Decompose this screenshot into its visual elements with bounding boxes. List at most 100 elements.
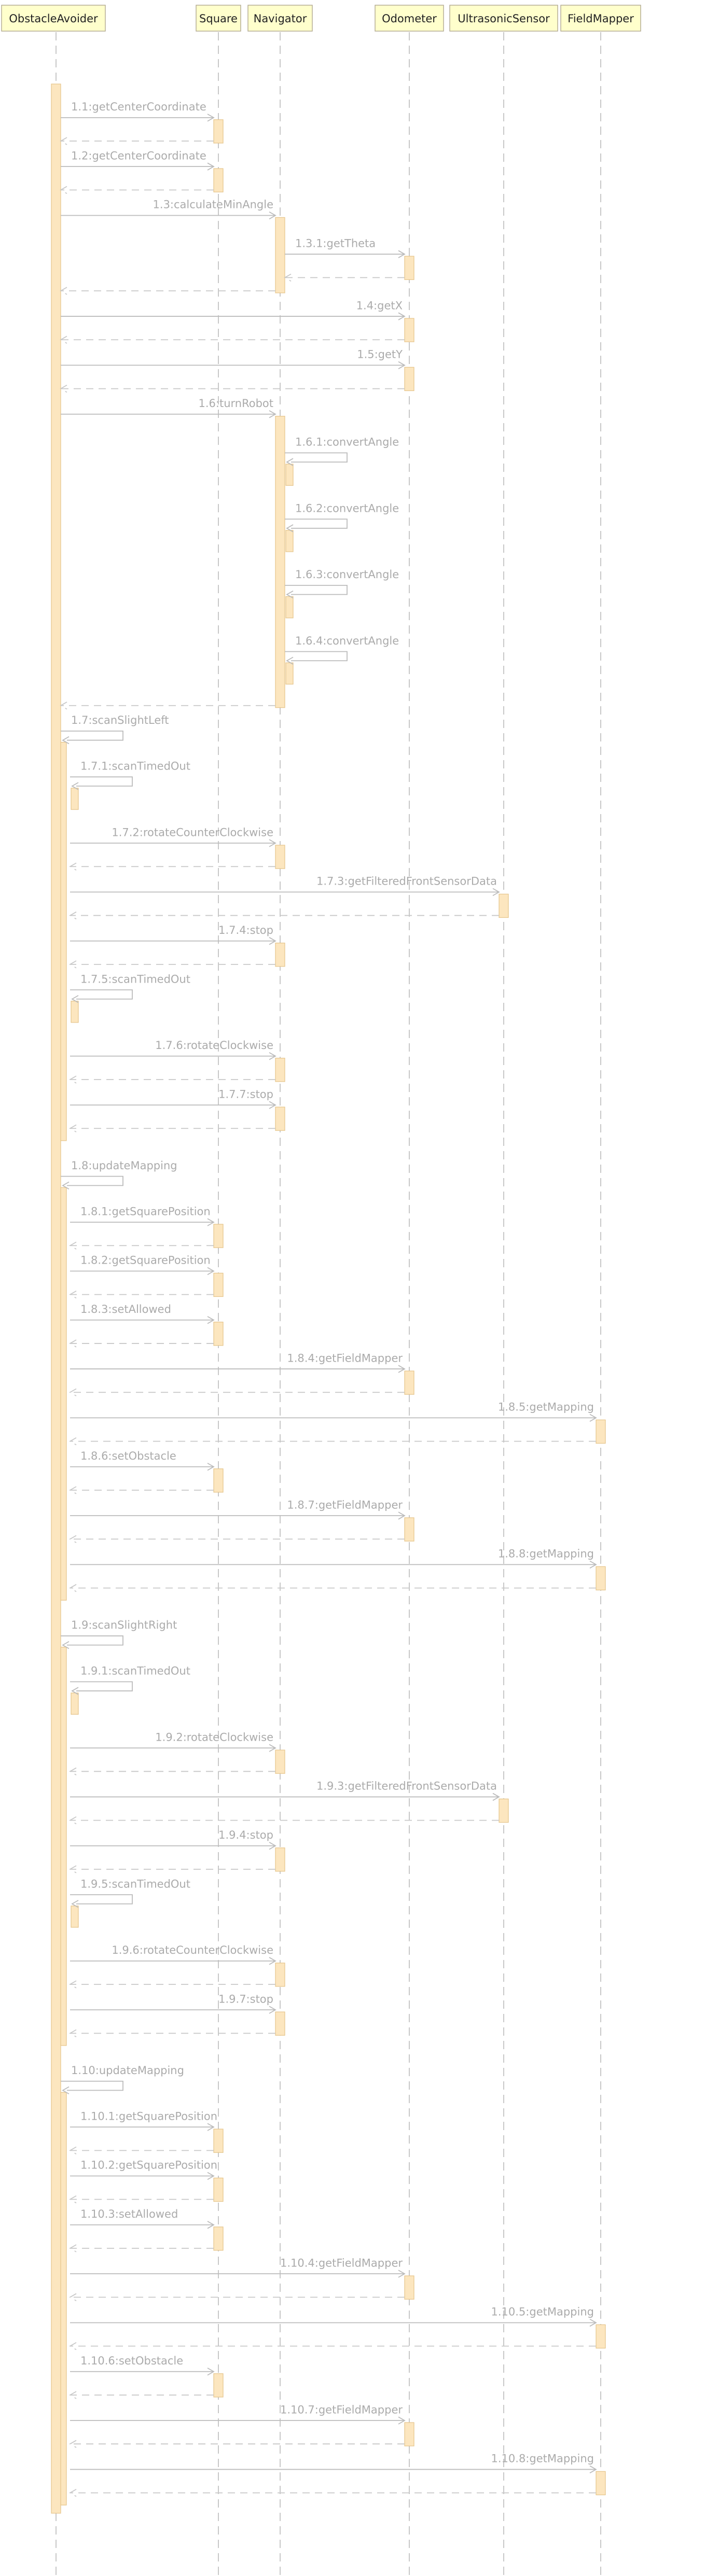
activation-bar xyxy=(275,217,285,293)
return-arrow-head-icon xyxy=(69,1437,77,1446)
participant-box xyxy=(196,5,241,32)
participant-obstacleavoider: ObstacleAvoider xyxy=(1,5,106,32)
arrow-head-icon xyxy=(269,937,276,945)
message-label: 1.9:scanSlightRight xyxy=(71,1619,177,1631)
message-label: 1.7:scanSlightLeft xyxy=(71,714,169,726)
return-arrow-head-icon xyxy=(69,1865,77,1873)
activation-bar xyxy=(275,1058,285,1082)
return-arrow-head-icon xyxy=(60,287,67,295)
arrow-head-icon xyxy=(492,888,500,897)
activation-bar xyxy=(275,1963,285,1987)
activation-bar xyxy=(285,530,294,552)
activation-bar xyxy=(596,1566,606,1591)
arrow-head-icon xyxy=(207,2123,215,2131)
activation-bar xyxy=(213,119,224,144)
self-message-1-8-updatemapping xyxy=(61,1175,123,1186)
arrow-head-icon xyxy=(589,1560,597,1569)
arrow-head-icon xyxy=(71,782,79,790)
arrow-head-icon xyxy=(269,410,276,418)
return-arrow-head-icon xyxy=(69,1075,77,1084)
message-label: 1.9.7:stop xyxy=(218,1993,273,2005)
activation-bar xyxy=(404,2275,414,2300)
activation-bar xyxy=(499,1798,509,1823)
message-label: 1.7.5:scanTimedOut xyxy=(80,973,190,985)
message-label: 1.7.6:rotateClockwise xyxy=(155,1039,273,1052)
message-label: 1.10.1:getSquarePosition xyxy=(80,2110,217,2122)
participant-square: Square xyxy=(196,5,241,32)
arrow-head-icon xyxy=(71,1900,79,1908)
activation-bar xyxy=(213,2227,224,2251)
participant-name: Odometer xyxy=(382,12,437,25)
participant-navigator: Navigator xyxy=(247,5,313,32)
arrow-head-icon xyxy=(589,1413,597,1422)
activation-bar xyxy=(285,464,294,486)
return-arrow-head-icon xyxy=(69,960,77,969)
message-label: 1.9.6:rotateCounterClockwise xyxy=(112,1944,273,1956)
activation-bar xyxy=(285,662,294,685)
arrow-head-icon xyxy=(71,995,79,1003)
participant-name: Navigator xyxy=(254,12,307,25)
arrow-head-icon xyxy=(269,1101,276,1109)
return-arrow-head-icon xyxy=(69,2195,77,2204)
arrow-head-icon xyxy=(62,736,70,745)
message-label: 1.7.1:scanTimedOut xyxy=(80,760,190,773)
message-label: 1.7.4:stop xyxy=(218,924,273,936)
activation-bar xyxy=(71,1001,79,1023)
activation-bar xyxy=(213,2373,224,2398)
arrow-head-icon xyxy=(207,1316,215,1324)
messages: 1.1:getCenterCoordinate1.2:getCenterCoor… xyxy=(60,101,597,2497)
message-label: 1.8.6:setObstacle xyxy=(80,1450,176,1462)
arrow-head-icon xyxy=(71,1687,79,1695)
activation-bar xyxy=(596,2471,606,2496)
self-message-1-6-4-convertangle xyxy=(285,651,348,662)
message-label: 1.5:getY xyxy=(357,348,403,361)
message-label: 1.8.1:getSquarePosition xyxy=(80,1205,211,1217)
return-arrow-head-icon xyxy=(60,335,67,344)
self-message-1-6-2-convertangle xyxy=(285,519,348,529)
message-label: 1.6:turnRobot xyxy=(199,397,274,410)
return-arrow-head-icon xyxy=(69,2029,77,2037)
arrow-head-icon xyxy=(207,2368,215,2376)
arrow-head-icon xyxy=(269,1957,276,1965)
message-label: 1.3:calculateMinAngle xyxy=(153,199,273,211)
message-label: 1.3.1:getTheta xyxy=(295,237,376,249)
activation-bar xyxy=(213,1468,224,1493)
message-label: 1.8.2:getSquarePosition xyxy=(80,1254,211,1267)
arrow-head-icon xyxy=(269,1052,276,1060)
arrow-head-icon xyxy=(589,2465,597,2474)
arrow-head-icon xyxy=(398,361,406,370)
message-label: 1.8:updateMapping xyxy=(71,1159,177,1172)
message-label: 1.4:getX xyxy=(356,299,403,312)
return-arrow-head-icon xyxy=(69,2391,77,2399)
message-label: 1.9.2:rotateClockwise xyxy=(155,1731,273,1743)
return-arrow-head-icon xyxy=(69,1584,77,1592)
activation-bar xyxy=(71,1906,79,1928)
self-message-1-6-1-convertangle xyxy=(285,452,348,463)
message-label: 1.9.1:scanTimedOut xyxy=(80,1665,190,1677)
participant-box xyxy=(247,5,313,32)
arrow-head-icon xyxy=(207,2172,215,2180)
return-arrow-head-icon xyxy=(69,2146,77,2154)
return-arrow-head-icon xyxy=(60,137,67,145)
return-arrow-head-icon xyxy=(284,273,292,282)
message-label: 1.9.3:getFilteredFrontSensorData xyxy=(316,1780,497,1793)
return-arrow-head-icon xyxy=(69,1290,77,1299)
arrow-head-icon xyxy=(398,2416,406,2425)
participant-box xyxy=(560,5,641,32)
arrow-head-icon xyxy=(207,1218,215,1226)
message-label: 1.7.3:getFilteredFrontSensorData xyxy=(316,875,497,888)
return-arrow-head-icon xyxy=(69,1339,77,1348)
arrow-head-icon xyxy=(62,2086,70,2095)
return-arrow-head-icon xyxy=(60,384,67,393)
message-label: 1.10.4:getFieldMapper xyxy=(280,2257,403,2269)
activation-bar xyxy=(275,1107,285,1131)
activation-bar xyxy=(275,2011,285,2036)
message-label: 1.10.2:getSquarePosition xyxy=(80,2159,217,2172)
self-message-1-9-scanslightright xyxy=(61,1635,123,1646)
return-arrow-head-icon xyxy=(69,1388,77,1396)
self-message-1-7-1-scantimedout xyxy=(70,776,133,787)
message-label: 1.10:updateMapping xyxy=(71,2064,184,2077)
arrow-head-icon xyxy=(207,1267,215,1276)
participant-fieldmapper: FieldMapper xyxy=(560,5,641,32)
participant-box xyxy=(375,5,444,32)
